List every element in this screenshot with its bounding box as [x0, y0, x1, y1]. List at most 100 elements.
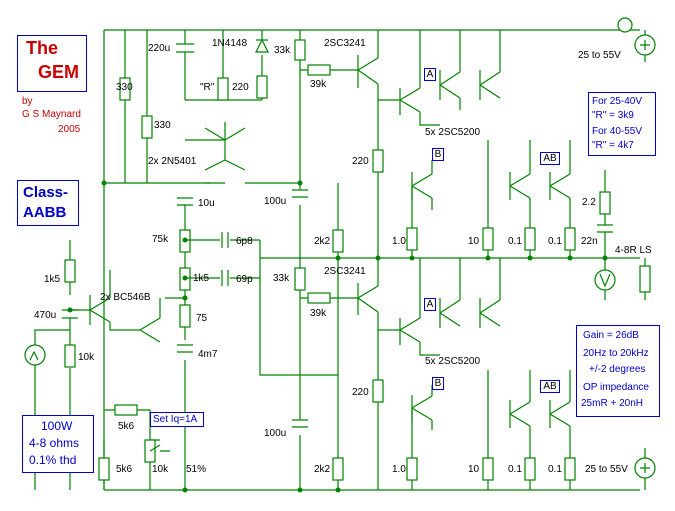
- label-bc546b: 2x BC546B: [100, 292, 151, 303]
- diode-1n4148: [255, 38, 269, 53]
- resistor-0-1-a-bot: [524, 457, 536, 481]
- resistor-1k5-left: [64, 259, 76, 283]
- label-ls: 4-8R LS: [615, 245, 652, 256]
- resistor-75: [179, 304, 191, 328]
- label-5k6-top: 5k6: [118, 421, 135, 432]
- note-l2: "R" = 3k9: [592, 110, 634, 121]
- label-2k2-bot: 2k2: [314, 464, 331, 475]
- class-box: Class- AABB: [17, 180, 79, 226]
- resistor-1-0-top: [406, 227, 418, 251]
- label-1-0-bot: 1.0: [392, 464, 406, 475]
- capacitor-100u-top: [292, 189, 308, 198]
- transistor-ab-top: [509, 140, 531, 258]
- label-1n4148: 1N4148: [212, 38, 248, 49]
- resistor-r: [217, 77, 229, 101]
- note-l4: "R" = 4k7: [592, 140, 634, 151]
- label-6p8: 6p8: [236, 236, 253, 247]
- loudspeaker: [639, 265, 651, 293]
- title-line2: GEM: [38, 62, 80, 82]
- title-year: 2005: [58, 124, 81, 135]
- tag-ab-top: AB: [540, 152, 560, 165]
- label-1k5-mid: 1k5: [193, 273, 210, 284]
- transistor-ab-bot: [509, 370, 531, 490]
- label-69p: 69p: [236, 274, 253, 285]
- label-0-1-a-top: 0.1: [508, 236, 522, 247]
- label-100u-top: 100u: [264, 196, 287, 207]
- perf-box: Gain = 26dB 20Hz to 20kHz +/-2 degrees O…: [576, 325, 660, 417]
- capacitor-100u-bot: [292, 419, 308, 428]
- label-4m7: 4m7: [198, 349, 218, 360]
- capacitor-220u: [176, 43, 194, 53]
- label-2sc5200-top: 5x 2SC5200: [425, 127, 481, 138]
- title-line1: The: [26, 38, 59, 58]
- perf-l2: 20Hz to 20kHz: [583, 348, 649, 359]
- label-330-b: 330: [154, 120, 171, 131]
- tag-b-top: B: [432, 148, 444, 161]
- label-22n: 22n: [581, 236, 598, 247]
- label-220-mid-top: 220: [352, 156, 369, 167]
- capacitor-22n: [597, 224, 613, 233]
- label-r: "R": [200, 82, 215, 93]
- transistor-a-top: [399, 30, 440, 126]
- spec-load: 4-8 ohms: [29, 436, 80, 450]
- capacitor-10u: [177, 197, 193, 206]
- resistor-33k-top: [294, 39, 306, 61]
- tag-a-bot: A: [424, 298, 436, 311]
- perf-l4: OP impedance: [583, 382, 649, 393]
- resistor-1-0-bot: [406, 457, 418, 481]
- label-75: 75: [196, 313, 208, 324]
- tag-b-bot: B: [432, 377, 444, 390]
- label-2sc5200-bot: 5x 2SC5200: [425, 356, 481, 367]
- label-2k2-top: 2k2: [314, 236, 331, 247]
- transistor-b-top: [411, 160, 433, 210]
- resistor-0-1-b-top: [564, 227, 576, 251]
- label-10-bot: 10: [468, 464, 480, 475]
- note-box: For 25-40V "R" = 3k9 For 40-55V "R" = 4k…: [588, 92, 656, 156]
- label-220-mid-bot: 220: [352, 387, 369, 398]
- label-33k-top: 33k: [274, 45, 291, 56]
- transistor-a-bot: [399, 258, 440, 356]
- resistor-5k6-top: [114, 404, 138, 416]
- label-0-1-a-bot: 0.1: [508, 464, 522, 475]
- spec-thd: 0.1% thd: [29, 453, 77, 467]
- adjust-label: Set Iq=1A: [153, 414, 198, 425]
- label-220u: 220u: [148, 43, 171, 54]
- resistor-33k-bot: [294, 267, 306, 291]
- label-10k-in: 10k: [78, 352, 95, 363]
- label-10k-pot: 10k: [152, 464, 169, 475]
- label-470u: 470u: [34, 310, 57, 321]
- adjust-box: Set Iq=1A: [150, 412, 204, 427]
- label-39k-top: 39k: [310, 79, 327, 90]
- spec-box: 100W 4-8 ohms 0.1% thd: [22, 415, 94, 473]
- perf-l3: +/-2 degrees: [589, 364, 646, 375]
- label-supply-top: 25 to 55V: [578, 50, 621, 61]
- label-33k-bot: 33k: [273, 273, 290, 284]
- label-1k5-left: 1k5: [44, 274, 61, 285]
- resistor-39k-top: [307, 64, 331, 76]
- transistor-bc546b: [70, 270, 161, 343]
- label-0-1-b-bot: 0.1: [548, 464, 562, 475]
- resistor-10k-in: [64, 344, 76, 368]
- label-0-1-b-top: 0.1: [548, 236, 562, 247]
- spec-power: 100W: [41, 419, 73, 433]
- resistor-0-1-a-top: [524, 227, 536, 251]
- resistor-220-mid-bot: [372, 379, 384, 403]
- resistor-2-2: [599, 191, 611, 215]
- title-by: by: [22, 96, 33, 107]
- label-10u: 10u: [198, 198, 215, 209]
- label-supply-bot: 25 to 55V: [585, 464, 628, 475]
- class-line1: Class-: [23, 184, 69, 201]
- perf-l5: 25mR + 20nH: [581, 398, 643, 409]
- ammeter-top: [617, 17, 633, 33]
- title-box: The GEM: [17, 35, 87, 92]
- label-2-2: 2.2: [582, 197, 596, 208]
- class-line2: AABB: [23, 204, 67, 221]
- label-2n5401: 2x 2N5401: [148, 156, 197, 167]
- resistor-220-top: [256, 75, 268, 99]
- tag-a-top: A: [424, 68, 436, 81]
- resistor-0-1-b-bot: [564, 457, 576, 481]
- transistor-2n5401: [185, 122, 246, 171]
- label-75k: 75k: [152, 234, 169, 245]
